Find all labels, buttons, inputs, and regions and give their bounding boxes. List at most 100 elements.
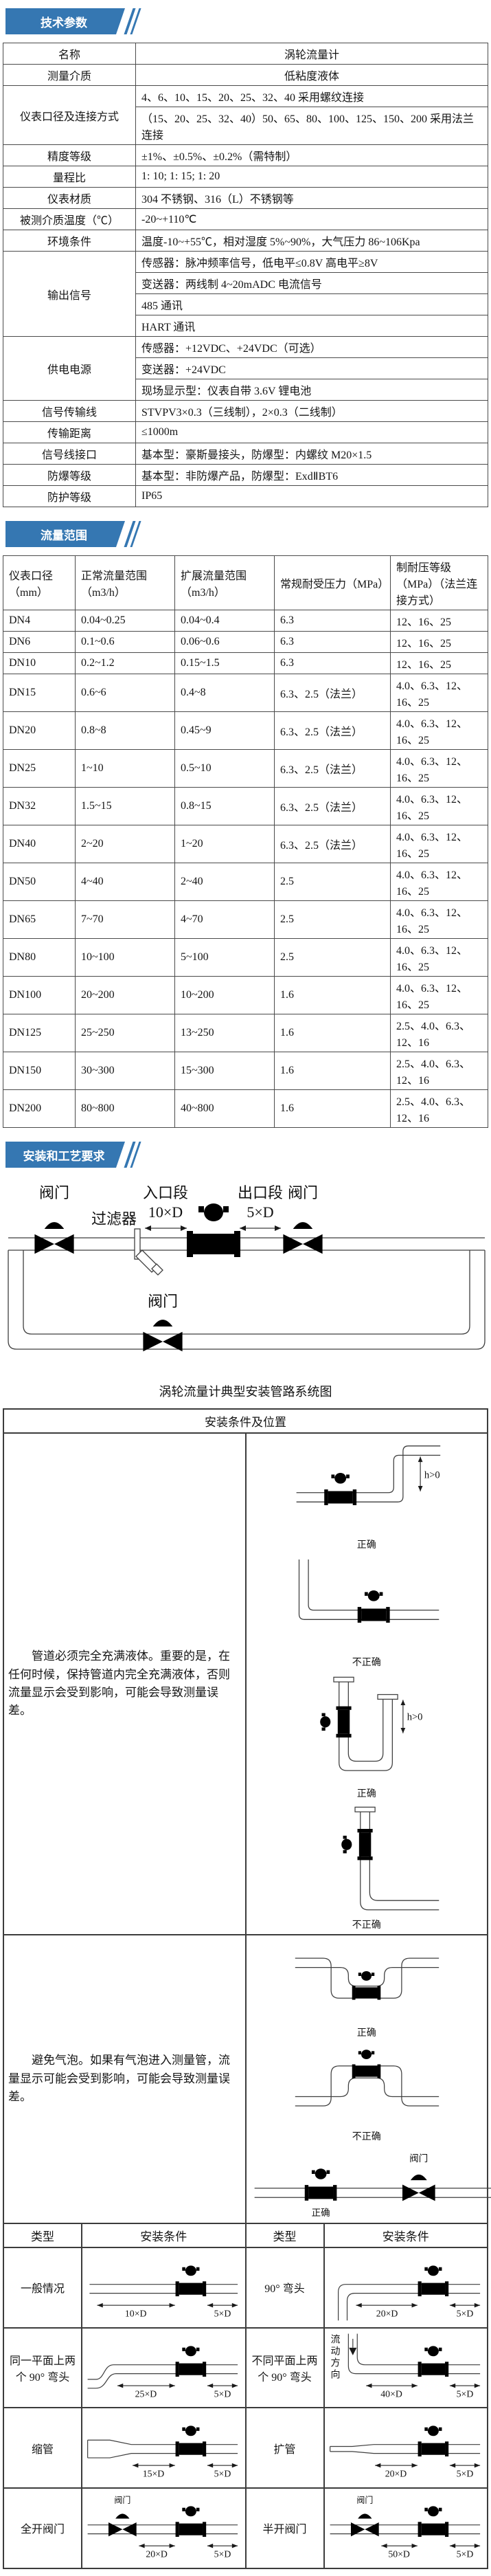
flowmeter-icon	[175, 2425, 207, 2457]
flow-table-cell: DN25	[3, 749, 76, 788]
section-header-install: 安装和工艺要求	[5, 1142, 488, 1168]
table-row: （15、20、25、32、40）50、65、80、100、125、150、200…	[3, 107, 488, 145]
flowmeter-icon	[352, 1971, 381, 2000]
table-row: HART 通讯	[3, 315, 488, 337]
tech-row-label: 输出信号	[3, 251, 136, 337]
table-header-row: 仪表口径（mm）正常流量范围（m3/h）扩展流量范围（m3/h）常规耐受压力（M…	[3, 555, 488, 610]
tech-row-value: （15、20、25、32、40）50、65、80、100、125、150、200…	[135, 107, 488, 145]
full-pipe-correct-diagram: h>0 正确	[288, 1435, 445, 1553]
tech-row-label: 环境条件	[3, 230, 136, 252]
valve-label: 阀门	[288, 1184, 318, 1201]
tech-row-value: 变送器：+24VDC	[135, 357, 488, 379]
downstream-dimension: 5×D	[214, 2469, 231, 2479]
flowmeter-icon	[418, 2265, 448, 2297]
upstream-dimension: 15×D	[143, 2469, 165, 2479]
type-label: 一般情况	[3, 2247, 82, 2329]
flow-table-cell: 0.8~8	[75, 711, 175, 750]
column-header: 制耐压等级（MPa）（法兰连接方式）	[390, 555, 488, 610]
tech-row-value: 基本型：非防爆产品，防爆型：ExdⅡBT6	[135, 464, 488, 486]
flow-table-cell: 6.3、2.5（法兰）	[274, 825, 391, 863]
flow-table-cell: 2~40	[174, 863, 275, 901]
flow-table-cell: DN50	[3, 863, 76, 901]
downstream-dimension: 5×D	[456, 2309, 473, 2319]
incorrect-label: 不正确	[352, 1920, 381, 1931]
column-header: 扩展流量范围（m3/h）	[174, 555, 275, 610]
table-row: 信号线接口基本型：豪斯曼接头，防爆型：内螺纹 M20×1.5	[3, 443, 488, 465]
section-header-flow: 流量范围	[5, 521, 488, 547]
flowmeter-icon	[418, 2346, 448, 2377]
condition-diagrams: 正确 不正确	[244, 1934, 491, 2224]
reducer-diagram: 15×D 5×D	[81, 2407, 247, 2489]
flow-table-cell: 12、16、25	[390, 610, 488, 632]
flow-table-cell: 5~100	[174, 938, 275, 977]
flow-table-cell: 15~300	[174, 1052, 275, 1090]
valve-position-diagram: 阀门 正确 不正确	[248, 2144, 491, 2221]
inlet-section-label: 入口段	[143, 1184, 188, 1201]
flowmeter-icon	[175, 2265, 207, 2297]
tech-row-label: 防爆等级	[3, 464, 136, 486]
type-label: 全开阀门	[3, 2487, 82, 2569]
flow-table-cell: 1~20	[174, 825, 275, 863]
upstream-dimension: 50×D	[388, 2549, 410, 2560]
condition-text: 避免气泡。如果有气泡进入测量管，流量显示可能会受到影响，可能会导致测量误差。	[3, 1934, 247, 2224]
diagram-caption: 涡轮流量计典型安装管路系统图	[159, 1385, 332, 1399]
upstream-dimension: 20×D	[376, 2309, 398, 2319]
expander-diagram: 20×D 5×D	[323, 2407, 488, 2489]
tech-row-label: 仪表材质	[3, 187, 136, 209]
half-open-valve-diagram: 阀门 50×D 5×D	[323, 2487, 488, 2569]
tech-row-value: 4、6、10、15、20、25、32、40 采用螺纹连接	[135, 85, 488, 107]
table-row: 变送器：两线制 4~20mADC 电流信号	[3, 272, 488, 294]
dip-correct-diagram: 正确	[288, 1937, 445, 2041]
downstream-dimension: 5×D	[214, 2549, 231, 2560]
type-label: 90° 弯头	[244, 2247, 325, 2329]
two-elbows-same-plane-diagram: 25×D 5×D	[81, 2327, 247, 2409]
table-row: 环境条件温度-10~+55℃，相对湿度 5%~90%，大气压力 86~106Kp…	[3, 230, 488, 252]
flow-table-cell: 25~250	[75, 1014, 175, 1052]
open-valve-diagram: 阀门 20×D 5×D	[81, 2487, 247, 2569]
tech-row-value: 1: 10; 1: 15; 1: 20	[135, 166, 488, 188]
tech-row-label: 信号线接口	[3, 443, 136, 465]
upstream-dimension: 20×D	[385, 2469, 407, 2479]
flow-table-cell: DN20	[3, 711, 76, 750]
flowmeter-icon	[418, 2425, 448, 2457]
straight-pipe-diagram: 10×D 5×D	[81, 2247, 247, 2329]
downstream-dimension: 5×D	[456, 2549, 473, 2560]
vertical-down-incorrect-diagram: 不正确	[288, 1801, 445, 1933]
flow-table-cell: DN4	[3, 610, 76, 632]
flow-table-cell: 30~300	[75, 1052, 175, 1090]
flow-table-cell: 0.1~0.6	[75, 631, 175, 653]
flow-table-cell: 12、16、25	[390, 652, 488, 674]
valve-label: 阀门	[356, 2494, 373, 2505]
flow-table-cell: 2~20	[75, 825, 175, 863]
correct-label: 正确	[356, 1540, 376, 1551]
section-header-tech: 技术参数	[5, 8, 488, 34]
install-requirements-badge: 安装和工艺要求	[5, 1142, 125, 1168]
flow-table-cell: 0.04~0.4	[174, 610, 275, 632]
tech-row-value: IP65	[135, 485, 488, 507]
table-row: 精度等级±1%、±0.5%、±0.2%（需特制）	[3, 144, 488, 166]
flow-table-cell: 2.5、4.0、6.3、12、16	[390, 1089, 488, 1128]
flow-table-cell: 40~800	[174, 1089, 275, 1128]
tech-row-value: 304 不锈钢、316（L）不锈钢等	[135, 187, 488, 209]
flow-table-cell: 1.6	[274, 1014, 391, 1052]
condition-text: 管道必须完全充满液体。重要的是，在任何时候，保持管道内完全充满液体，否则流量显示…	[3, 1432, 247, 1935]
flowmeter-icon	[319, 1706, 352, 1738]
downstream-dimension: 5×D	[214, 2388, 231, 2399]
height-annotation: h>0	[424, 1469, 440, 1480]
tech-params-badge: 技术参数	[5, 8, 125, 34]
tech-row-value: 传感器：+12VDC、+24VDC（可选）	[135, 336, 488, 358]
table-row: 被测介质温度（℃）-20~+110℃	[3, 208, 488, 230]
tech-row-label: 信号传输线	[3, 400, 136, 422]
flow-table-cell: 4.0、6.3、12、16、25	[390, 938, 488, 977]
flow-table-cell: 4.0、6.3、12、16、25	[390, 711, 488, 750]
flow-table-cell: 6.3、2.5（法兰）	[274, 711, 391, 750]
table-row: 全开阀门 阀门 20×D 5×D 半开阀门	[3, 2487, 488, 2569]
correct-label: 正确	[356, 1789, 376, 1799]
flow-table-cell: DN100	[3, 976, 76, 1014]
